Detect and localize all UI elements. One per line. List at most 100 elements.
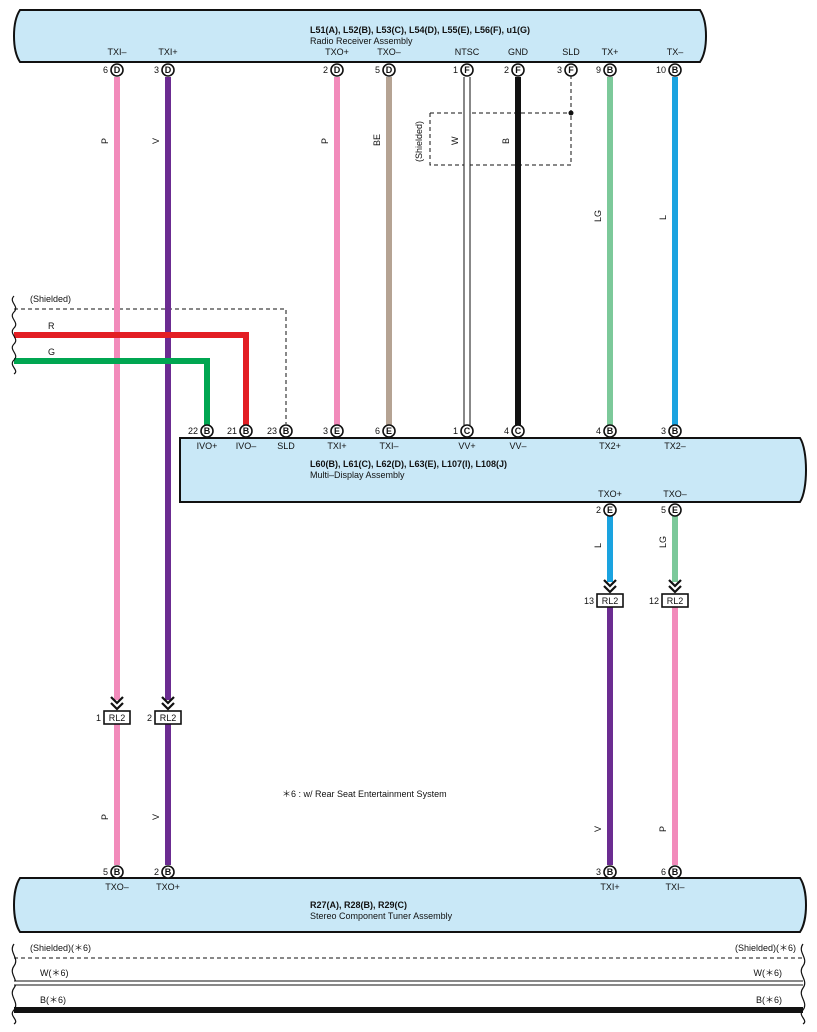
radio-shield: (Shielded): [414, 68, 574, 166]
multi-top-pin-number: 23: [267, 426, 277, 436]
wire-code-tx-plus: LG: [593, 210, 603, 222]
radio-pin-letter: D: [114, 65, 121, 75]
rl2-box: [596, 593, 624, 608]
multi-top-pin-number: 6: [375, 426, 380, 436]
multi-top-pin-circle: [279, 424, 293, 438]
radio-receiver-assembly: L51(A), L52(B), L53(C), L54(D), L55(E), …: [13, 9, 707, 63]
radio-pin-number: 2: [504, 65, 509, 75]
stereo-pin-letter: B: [607, 867, 614, 877]
radio-receiver-code: L51(A), L52(B), L53(C), L54(D), L55(E), …: [310, 25, 530, 35]
legend-w-left: W(＊6): [40, 968, 69, 978]
rl2-label: RL2: [602, 596, 619, 606]
legend-shielded-left: (Shielded)(＊6): [30, 943, 91, 953]
stereo-pin-number: 2: [154, 867, 159, 877]
radio-pin-label: GND: [508, 47, 529, 57]
radio-pin: D6 TXI–: [103, 47, 127, 77]
radio-pin-letter: F: [464, 65, 470, 75]
stereo-tuner-assembly: R27(A), R28(B), R29(C) Stereo Component …: [13, 877, 807, 933]
multi-top-pin-letter: E: [334, 426, 340, 436]
rl2-label: RL2: [667, 596, 684, 606]
wire-ivo-minus: [14, 332, 249, 425]
stereo-pin-number: 5: [103, 867, 108, 877]
legend-b-left: B(＊6): [40, 995, 66, 1005]
multi-top-pin-number: 3: [661, 426, 666, 436]
multi-top-pin-circle: [603, 424, 617, 438]
multi-top-pin-letter: B: [283, 426, 290, 436]
multi-top-pin-label: IVO–: [236, 441, 257, 451]
radio-pin-number: 10: [656, 65, 666, 75]
multi-top-pin-number: 21: [227, 426, 237, 436]
stereo-pin-circle: [161, 865, 175, 879]
radio-pin-label: TXO+: [325, 47, 349, 57]
multi-top-pin-label: TX2–: [664, 441, 686, 451]
radio-shield-outline: [429, 68, 572, 166]
radio-pin-label: NTSC: [455, 47, 480, 57]
rl2-label: RL2: [109, 713, 126, 723]
radio-pin-label: TXI+: [158, 47, 177, 57]
multi-top-pin-letter: E: [386, 426, 392, 436]
multi-bottom-pin-circle: [603, 503, 617, 517]
left-shield: (Shielded): [14, 294, 287, 424]
rl2-box: [661, 593, 689, 608]
rl2-box: [154, 710, 182, 725]
stereo-pin-number: 3: [596, 867, 601, 877]
radio-pin-number: 9: [596, 65, 601, 75]
multi-top-pins: B22IVO+B21IVO–B23SLDE3TXI+E6TXI–C1VV+C4V…: [188, 424, 686, 451]
multi-top-pin-label: IVO+: [197, 441, 218, 451]
multi-top-pin-number: 4: [596, 426, 601, 436]
stereo-tuner-code: R27(A), R28(B), R29(C): [310, 900, 407, 910]
rl2-number: 13: [584, 596, 594, 606]
wires: [14, 77, 678, 865]
wire-code-radio-txo-minus: BE: [372, 134, 382, 146]
legend-break-right: [800, 943, 806, 1025]
multi-top-pin-label: TXI–: [379, 441, 398, 451]
multi-top-pin-circle: [460, 424, 474, 438]
radio-pin-circle: [668, 63, 682, 77]
radio-pin-circle: [110, 63, 124, 77]
multi-top-pin-label: VV+: [458, 441, 475, 451]
wire-code-radio-txi-minus: P: [100, 138, 110, 144]
radio-pin-circle: [161, 63, 175, 77]
multi-top-pin-circle: [239, 424, 253, 438]
radio-pin-letter: F: [515, 65, 521, 75]
radio-pin-circle: [511, 63, 525, 77]
rl2-junction: RL2 13: [584, 579, 624, 608]
multi-top-pin-circle: [200, 424, 214, 438]
radio-pin: F1 NTSC: [453, 47, 480, 77]
radio-pin-label: TX+: [602, 47, 619, 57]
stereo-pin-letter: B: [114, 867, 121, 877]
multi-top-pin-letter: B: [607, 426, 614, 436]
wire-code-lower-txo-plus: V: [593, 826, 603, 832]
radio-pin-number: 6: [103, 65, 108, 75]
multi-top-pin-number: 1: [453, 426, 458, 436]
multi-top-pin-letter: B: [672, 426, 679, 436]
stereo-pin-label: TXO–: [105, 882, 129, 892]
chevron-arrow-icon: [161, 696, 175, 711]
multi-top-pin-number: 22: [188, 426, 198, 436]
stereo-pin-label: TXI–: [665, 882, 684, 892]
wire-code-multi-txo-plus: L: [593, 543, 603, 548]
stereo-pin-circle: [110, 865, 124, 879]
multi-top-pin-letter: C: [515, 426, 522, 436]
left-shield-label: (Shielded): [30, 294, 71, 304]
multi-display-name: Multi–Display Assembly: [310, 470, 405, 480]
wire-code-gnd: B: [501, 138, 511, 144]
wire-code-labels: P V P BE W B LG L R G L LG P V V P: [48, 134, 668, 832]
wire-code-lower-txo-minus: P: [658, 826, 668, 832]
radio-pin-number: 1: [453, 65, 458, 75]
radio-pin-label: TXI–: [107, 47, 126, 57]
